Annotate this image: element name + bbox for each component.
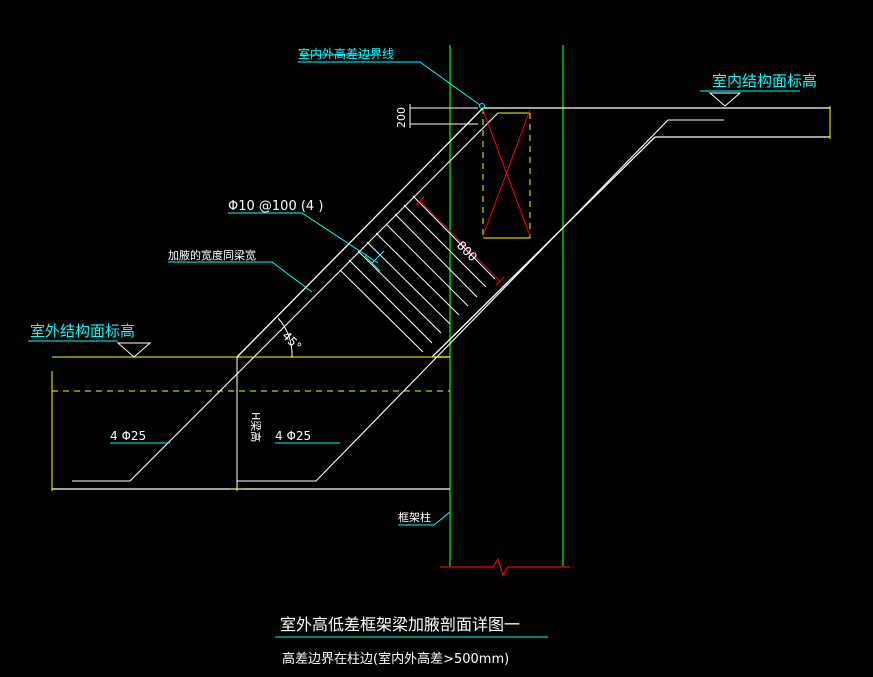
dim-200-lines	[409, 104, 478, 128]
red-cross	[482, 109, 531, 237]
haunch-stirrups	[339, 195, 496, 353]
frame-column	[449, 45, 564, 567]
beam-outline	[52, 107, 830, 490]
dim-200-label: 200	[395, 107, 408, 128]
angle-label: 45°	[279, 329, 304, 354]
stirrup-marker	[364, 250, 385, 272]
boundary-point	[479, 103, 485, 109]
haunch-width-label: 加腋的宽度同梁宽	[168, 248, 256, 262]
beam-height-label: H梁高	[249, 412, 263, 442]
angle-arc	[277, 317, 293, 358]
outdoor-elevation-label: 室外结构面标高	[30, 322, 135, 340]
hidden-lines	[51, 106, 831, 491]
indoor-elevation-marker	[708, 92, 742, 107]
leaders	[28, 54, 800, 638]
drawing-subtitle: 高差边界在柱边(室内外高差>500mm)	[282, 651, 509, 667]
rebar-left-label: 4 Φ25	[110, 429, 146, 443]
drawing-title: 室外高低差框架梁加腋剖面详图一	[280, 615, 520, 634]
stirrup-label: Φ10 @100 (4 )	[228, 199, 323, 214]
column-label: 框架柱	[398, 510, 431, 524]
rebar-right-label: 4 Φ25	[275, 429, 311, 443]
dim-800-line	[415, 196, 505, 286]
boundary-line-label: 室内外高差边界线	[298, 46, 394, 61]
column-break-line	[440, 557, 570, 577]
indoor-elevation-label: 室内结构面标高	[712, 72, 817, 90]
rebar	[72, 112, 724, 482]
outdoor-elevation-marker	[116, 342, 152, 358]
